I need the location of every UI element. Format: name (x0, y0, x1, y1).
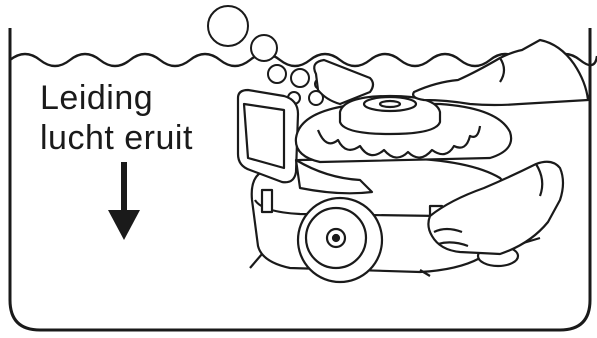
caption-line-2: lucht eruit (40, 118, 193, 158)
instruction-caption: Leiding lucht eruit (40, 78, 193, 158)
caption-line-1: Leiding (40, 78, 193, 118)
down-arrow-icon (108, 162, 140, 240)
air-bubbles-icon (208, 6, 325, 105)
